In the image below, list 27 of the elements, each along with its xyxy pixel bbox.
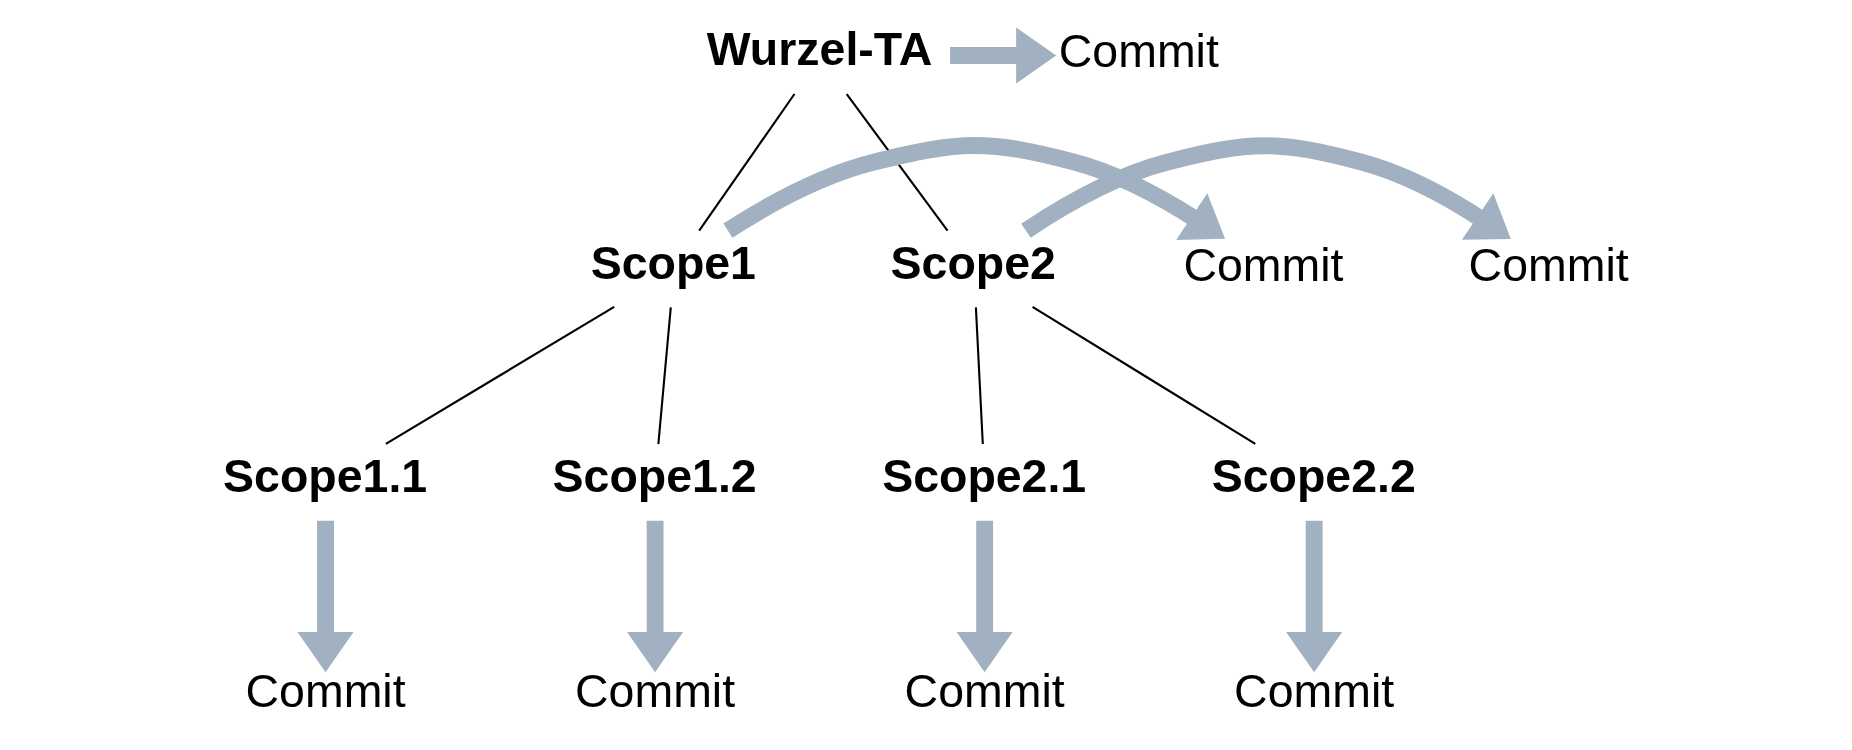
arrow bbox=[1021, 136, 1511, 240]
arrow bbox=[723, 136, 1226, 240]
connector bbox=[385, 305, 615, 445]
arrow bbox=[956, 520, 1013, 672]
connector bbox=[657, 306, 672, 444]
node-text: Scope1 bbox=[590, 236, 756, 289]
node-text: Commit bbox=[1058, 24, 1219, 77]
node-text: Wurzel-TA bbox=[706, 22, 933, 75]
node-text: Scope2 bbox=[890, 236, 1056, 289]
node-text: Commit bbox=[575, 664, 736, 717]
connector bbox=[1031, 305, 1256, 445]
node-text: Scope1.2 bbox=[552, 449, 757, 502]
node-text: Commit bbox=[1468, 238, 1629, 291]
node-text: Commit bbox=[1234, 664, 1395, 717]
arrow bbox=[627, 520, 684, 672]
node-text: Scope2.2 bbox=[1211, 449, 1416, 502]
arrow bbox=[297, 520, 354, 672]
node-text: Commit bbox=[1183, 238, 1344, 291]
arrow bbox=[1286, 520, 1343, 672]
node-text: Scope2.1 bbox=[882, 449, 1087, 502]
node-text: Commit bbox=[904, 664, 1065, 717]
connector bbox=[974, 306, 984, 444]
node-text: Commit bbox=[245, 664, 406, 717]
node-text: Scope1.1 bbox=[223, 449, 428, 502]
arrow bbox=[950, 26, 1057, 84]
connector bbox=[698, 92, 796, 231]
connector bbox=[845, 92, 949, 231]
